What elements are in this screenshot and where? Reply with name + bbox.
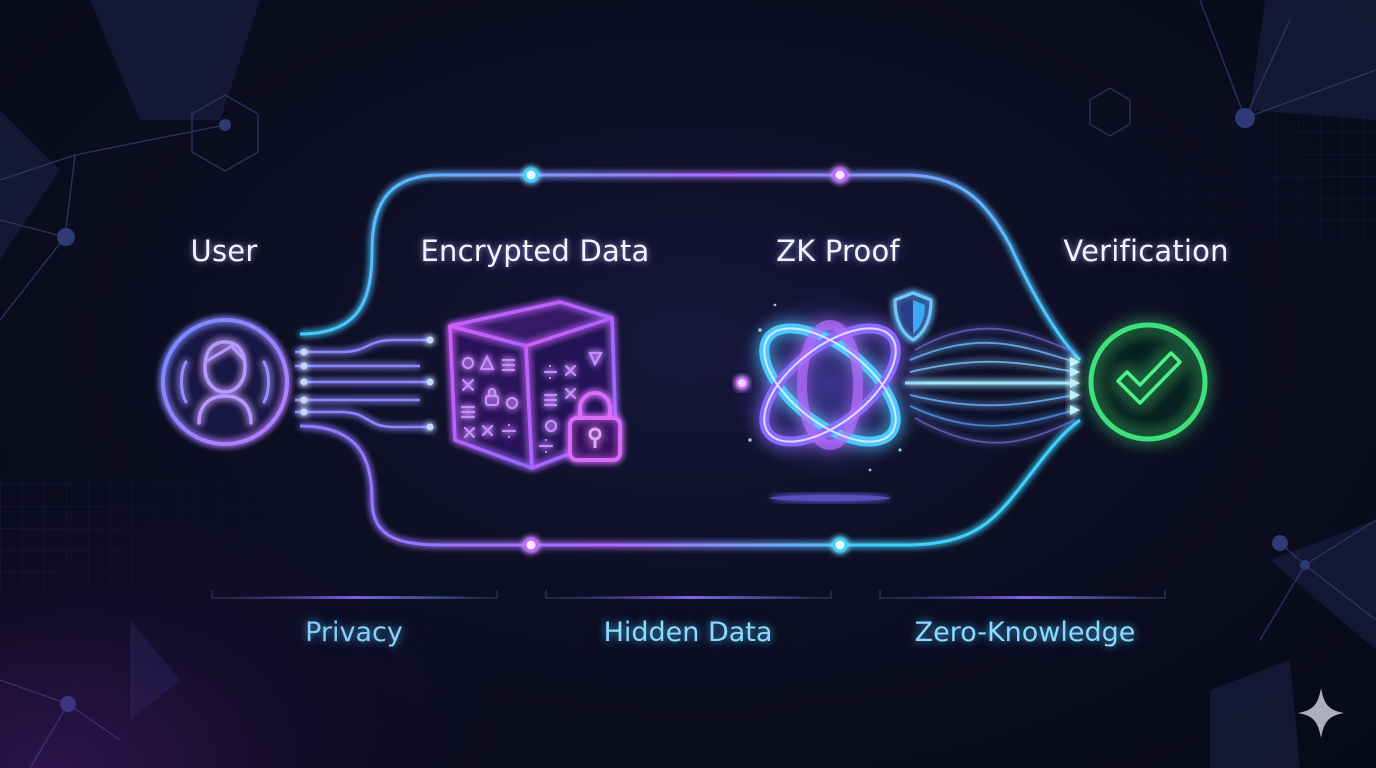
verification-label: Verification bbox=[1063, 234, 1228, 268]
rail-node-bottom-2 bbox=[834, 539, 846, 551]
caption-privacy: Privacy bbox=[305, 617, 403, 648]
zk-proof-label: ZK Proof bbox=[776, 234, 900, 268]
user-node bbox=[163, 320, 287, 444]
rail-node-bottom-1 bbox=[525, 539, 537, 551]
verification-node bbox=[1091, 325, 1205, 439]
caption-hidden-data: Hidden Data bbox=[604, 617, 773, 648]
proof-to-verification-streams bbox=[905, 329, 1075, 443]
user-label: User bbox=[191, 234, 258, 268]
user-connectors bbox=[295, 340, 430, 427]
encrypted-data-label: Encrypted Data bbox=[420, 234, 649, 268]
rail-node-top-2 bbox=[834, 169, 846, 181]
caption-zero-knowledge: Zero-Knowledge bbox=[915, 617, 1136, 648]
rail-node-top-1 bbox=[525, 169, 537, 181]
caption-underlines bbox=[212, 590, 1165, 599]
top-rail bbox=[300, 175, 1080, 360]
